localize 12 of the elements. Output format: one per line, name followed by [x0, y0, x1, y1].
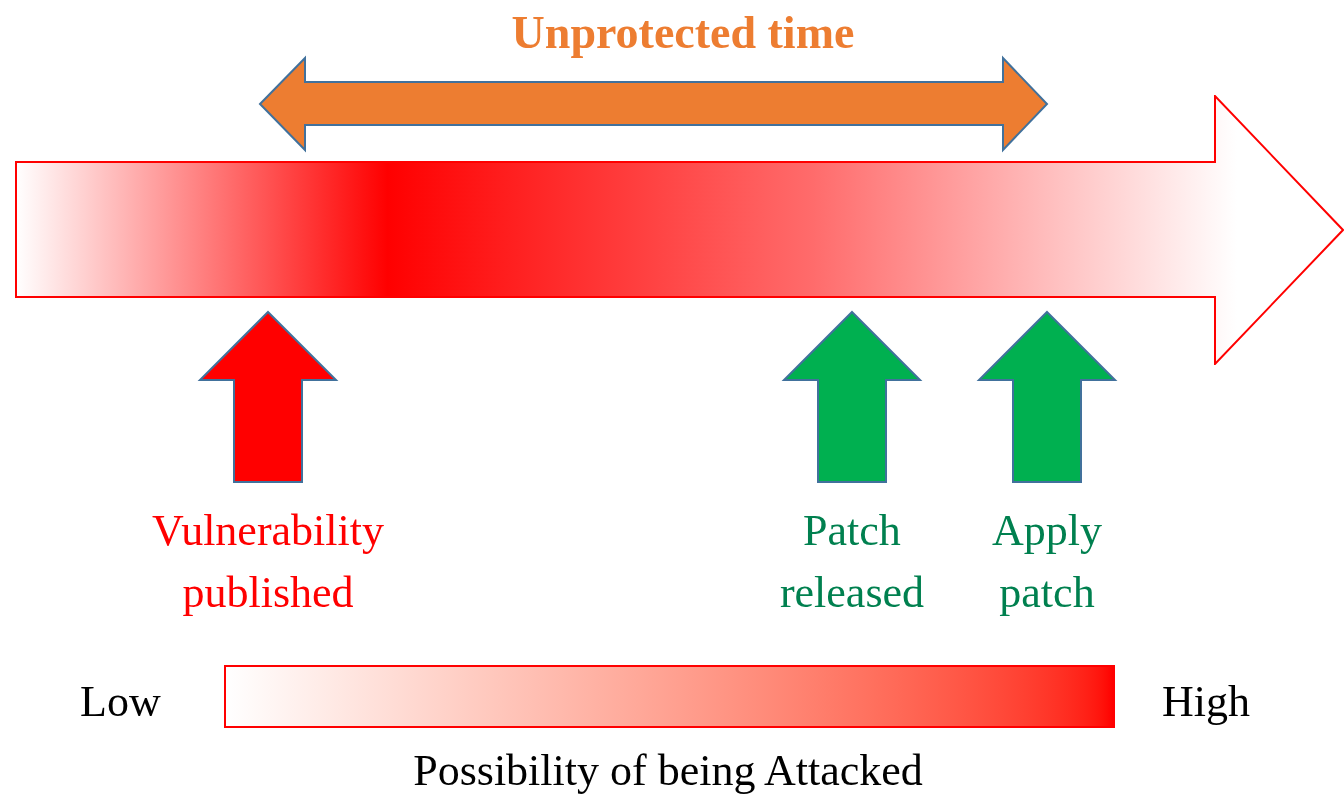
- gradient-scale-bar: [224, 665, 1115, 728]
- timeline-arrow: [15, 95, 1344, 365]
- scale-max-label: High: [1162, 676, 1250, 728]
- event-label: Patch released: [778, 505, 926, 619]
- event-label: Apply patch: [991, 505, 1103, 619]
- block-arrow: [976, 310, 1118, 483]
- scale-caption: Possibility of being Attacked: [412, 745, 924, 797]
- scale-min-label: Low: [80, 676, 161, 728]
- block-arrow: [781, 310, 923, 483]
- span-label: Unprotected time: [510, 6, 856, 60]
- block-arrow: [197, 310, 339, 483]
- event-label: Vulnerability published: [151, 505, 385, 619]
